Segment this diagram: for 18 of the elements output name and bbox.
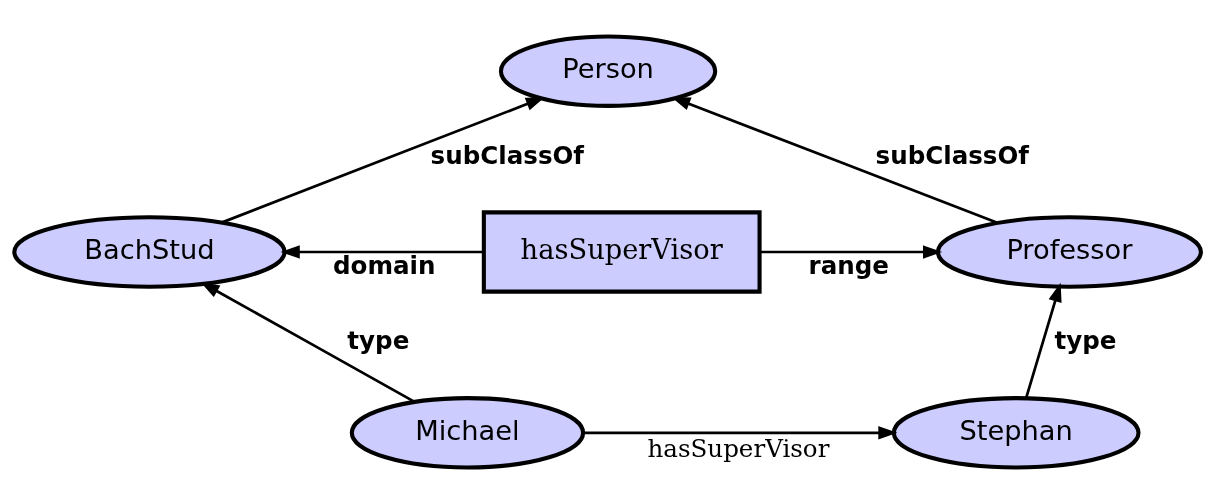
edge-label: domain	[333, 251, 436, 281]
arrow	[280, 245, 484, 259]
node-ellipse: BachStud	[12, 215, 287, 289]
edge-label: hasSuperVisor	[647, 433, 830, 463]
edge-label: subClassOf	[875, 140, 1030, 170]
edge-label: type	[347, 326, 410, 356]
node-ellipse: Person	[498, 34, 718, 108]
arrow	[759, 245, 943, 259]
arrow	[221, 97, 545, 224]
arrow	[583, 426, 898, 440]
edge-label: subClassOf	[430, 140, 585, 170]
node-ellipse: Professor	[935, 215, 1203, 289]
edge-label: range	[808, 251, 889, 281]
node-ellipse: Michael	[349, 396, 586, 470]
node-box: hasSuperVisor	[481, 210, 762, 294]
edge-label: type	[1054, 326, 1117, 356]
node-ellipse: Stephan	[891, 396, 1141, 470]
arrow	[1024, 282, 1062, 399]
